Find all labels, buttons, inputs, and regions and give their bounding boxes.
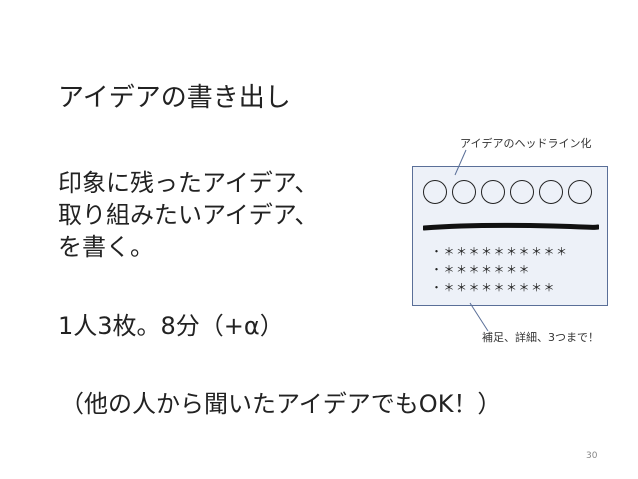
headline-stroke (423, 222, 599, 231)
rule-text: 1人3枚。8分（+α） (58, 312, 284, 340)
bullet-line: ・＊＊＊＊＊＊＊＊＊＊ (431, 245, 569, 258)
headline-callout: アイデアのヘッドライン化 (460, 137, 592, 150)
body-line: 印象に残ったアイデア、 (58, 169, 319, 197)
detail-callout: 補足、詳細、3つまで！ (482, 331, 599, 344)
page-number: 30 (586, 451, 598, 461)
bullet-line: ・＊＊＊＊＊＊＊＊＊ (431, 281, 556, 294)
circle-icon (539, 180, 563, 204)
card-diagram: ・＊＊＊＊＊＊＊＊＊＊ ・＊＊＊＊＊＊＊ ・＊＊＊＊＊＊＊＊＊ (412, 166, 608, 306)
body-line: 取り組みたいアイデア、 (58, 201, 319, 229)
circle-icon (481, 180, 505, 204)
body-line: を書く。 (58, 233, 154, 261)
leader-line-bottom (469, 302, 489, 332)
circle-icon (568, 180, 592, 204)
slide-title: アイデアの書き出し (58, 83, 291, 113)
body-text: 印象に残ったアイデア、 取り組みたいアイデア、 を書く。 (58, 167, 318, 263)
circle-icon (452, 180, 476, 204)
circle-icon (423, 180, 447, 204)
circle-icon (510, 180, 534, 204)
note-text: （他の人から聞いたアイデアでもOK！） (60, 390, 502, 418)
bullet-line: ・＊＊＊＊＊＊＊ (431, 263, 531, 276)
circle-row (423, 180, 592, 204)
